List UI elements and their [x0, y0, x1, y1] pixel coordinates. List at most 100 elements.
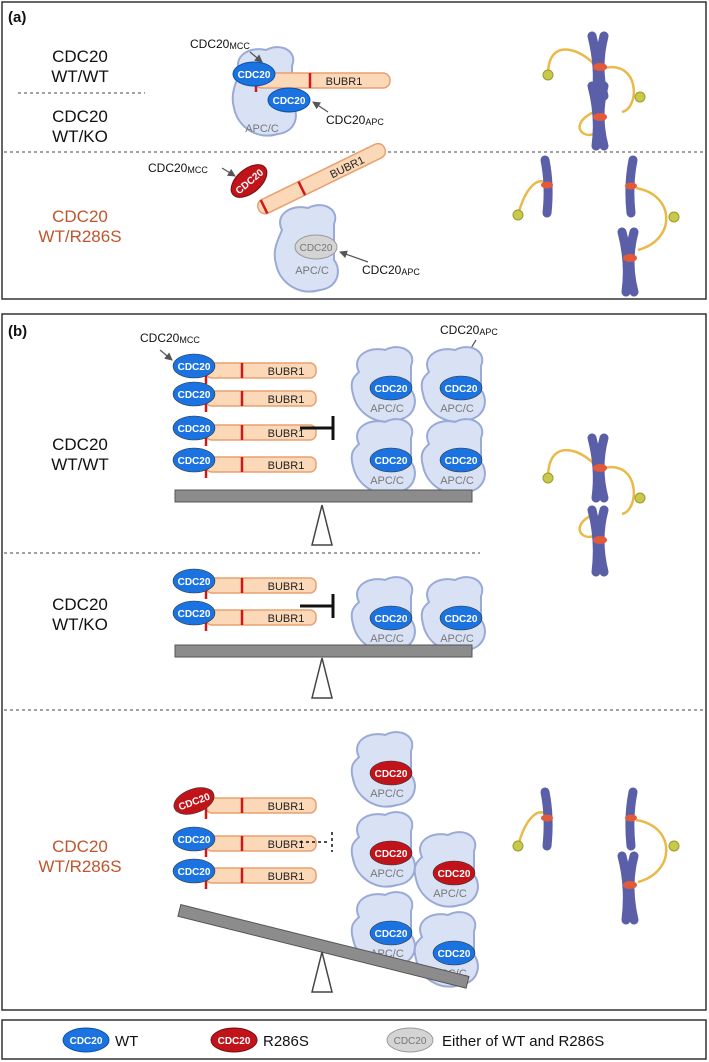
cdc20-badge: [369, 840, 413, 866]
mcc-complex: BUBR1 CDC20: [172, 447, 317, 478]
svg-text:APC/C: APC/C: [440, 633, 474, 645]
apcc-complex: CDC20APC/C: [413, 831, 479, 908]
svg-text:CDC20: CDC20: [218, 1036, 251, 1047]
svg-text:APC/C: APC/C: [370, 475, 404, 487]
bubr1-label: BUBR1: [268, 428, 305, 440]
svg-text:CDC20: CDC20: [178, 390, 211, 401]
row-b2-line1: CDC20: [52, 595, 108, 614]
svg-text:CDC20: CDC20: [70, 1036, 103, 1047]
cdc20-badge: [172, 568, 216, 594]
svg-text:CDC20: CDC20: [178, 456, 211, 467]
legend-either-badge: [386, 1027, 434, 1053]
bubr1-label: BUBR1: [268, 366, 305, 378]
svg-text:APC/C: APC/C: [433, 888, 467, 900]
cdc20mcc-label-b: CDC20MCC: [140, 331, 200, 345]
legend-wt-text: WT: [115, 1033, 138, 1050]
svg-text:APC/C: APC/C: [440, 403, 474, 415]
apcc-complex: CDC20APC/C: [350, 811, 416, 888]
bubr1-label: BUBR1: [268, 839, 305, 851]
apcc-complex: CDC20APC/C: [350, 731, 416, 808]
row-a3-line1: CDC20: [52, 207, 108, 226]
apcc-complex: CDC20APC/C: [420, 576, 486, 653]
row-b3-line2: WT/R286S: [38, 857, 121, 876]
cdc20-badge: [439, 447, 483, 473]
seesaw-beam-wt: [174, 489, 473, 503]
row-b1-line1: CDC20: [52, 435, 108, 454]
mcc-complex: BUBR1 CDC20: [172, 415, 317, 446]
svg-text:CDC20: CDC20: [375, 384, 408, 395]
apcc-mcc-complex-a: APC/C BUBR1 CDC20 CDC20: [231, 46, 391, 137]
mcc-complex: BUBR1 CDC20: [172, 353, 317, 384]
cdc20apc-label-b: CDC20APC: [440, 323, 498, 337]
row-a2-line2: WT/KO: [52, 127, 108, 146]
bubr1-label: BUBR1: [326, 76, 363, 88]
svg-text:APC/C: APC/C: [295, 265, 329, 277]
svg-text:CDC20: CDC20: [300, 243, 333, 254]
svg-text:CDC20: CDC20: [178, 835, 211, 846]
cdc20-badge: [432, 860, 476, 886]
svg-text:CDC20: CDC20: [438, 949, 471, 960]
svg-text:CDC20: CDC20: [445, 384, 478, 395]
seesaw-fulcrum-ko: [311, 657, 333, 699]
svg-text:CDC20: CDC20: [178, 577, 211, 588]
cdc20-mcc-badge: [232, 61, 276, 87]
cdc20-either-badge: [294, 234, 338, 260]
cdc20-badge: [369, 920, 413, 946]
cdc20-badge: [369, 375, 413, 401]
legend-either-text: Either of WT and R286S: [442, 1033, 604, 1050]
svg-text:CDC20: CDC20: [178, 362, 211, 373]
row-a3-line2: WT/R286S: [38, 227, 121, 246]
cdc20apc-label-a2: CDC20APC: [362, 263, 420, 277]
mcc-complex: BUBR1 CDC20: [172, 381, 317, 412]
inhibition-symbol-wt: [300, 416, 335, 440]
svg-text:CDC20: CDC20: [445, 456, 478, 467]
cdc20mcc-label-a: CDC20MCC: [190, 37, 250, 51]
bubr1-label: BUBR1: [268, 394, 305, 406]
svg-text:CDC20: CDC20: [178, 867, 211, 878]
apcc-complex: CDC20APC/C: [350, 576, 416, 653]
row-a2-line1: CDC20: [52, 107, 108, 126]
svg-text:CDC20: CDC20: [178, 609, 211, 620]
bubr1-label: BUBR1: [268, 871, 305, 883]
svg-text:CDC20: CDC20: [445, 614, 478, 625]
apcc-free-a: CDC20 APC/C: [273, 204, 339, 293]
svg-text:APC/C: APC/C: [370, 788, 404, 800]
cdc20mcc-label-a2: CDC20MCC: [148, 161, 208, 175]
row-b1-line2: WT/WT: [51, 455, 109, 474]
cdc20-badge: [439, 605, 483, 631]
seesaw-fulcrum-wt: [311, 504, 333, 546]
mcc-complex: BUBR1 CDC20: [172, 600, 317, 631]
panel-b-dynamic: BUBR1CDC20BUBR1CDC20BUBR1CDC20BUBR1CDC20…: [172, 346, 486, 988]
apcc-complex: CDC20APC/C: [350, 346, 416, 423]
apcc-complex: CDC20APC/C: [350, 418, 416, 495]
bubr1-label: BUBR1: [268, 460, 305, 472]
bubr1-label: BUBR1: [268, 581, 305, 593]
legend-mutant-text: R286S: [263, 1033, 309, 1050]
cdc20-badge: [172, 447, 216, 473]
svg-text:CDC20: CDC20: [238, 70, 271, 81]
svg-text:APC/C: APC/C: [440, 475, 474, 487]
legend: CDC20 WT CDC20 R286S CDC20 Either of WT …: [62, 1027, 604, 1053]
cdc20-badge: [172, 600, 216, 626]
cdc20-badge: [172, 858, 216, 884]
cdc20-apc-badge: [267, 87, 311, 113]
legend-wt-badge: [62, 1027, 110, 1053]
row-a1-line1: CDC20: [52, 47, 108, 66]
bubr1-label: BUBR1: [268, 801, 305, 813]
chromosome-pair-b-normal: [542, 433, 646, 577]
cdc20-badge: [369, 605, 413, 631]
chromosome-pair-a-normal: [542, 31, 646, 151]
chromosome-pair-a-mutant: [512, 155, 680, 297]
svg-text:CDC20: CDC20: [273, 96, 306, 107]
inhibition-symbol-mutant-dashed: [300, 832, 333, 852]
bubr1-label: BUBR1: [268, 613, 305, 625]
cdc20-badge: [173, 787, 215, 815]
apcc-complex: CDC20APC/C: [420, 346, 486, 423]
row-b2-line2: WT/KO: [52, 615, 108, 634]
svg-text:CDC20: CDC20: [375, 769, 408, 780]
svg-text:CDC20: CDC20: [375, 929, 408, 940]
svg-text:CDC20: CDC20: [178, 424, 211, 435]
svg-text:CDC20: CDC20: [394, 1036, 427, 1047]
